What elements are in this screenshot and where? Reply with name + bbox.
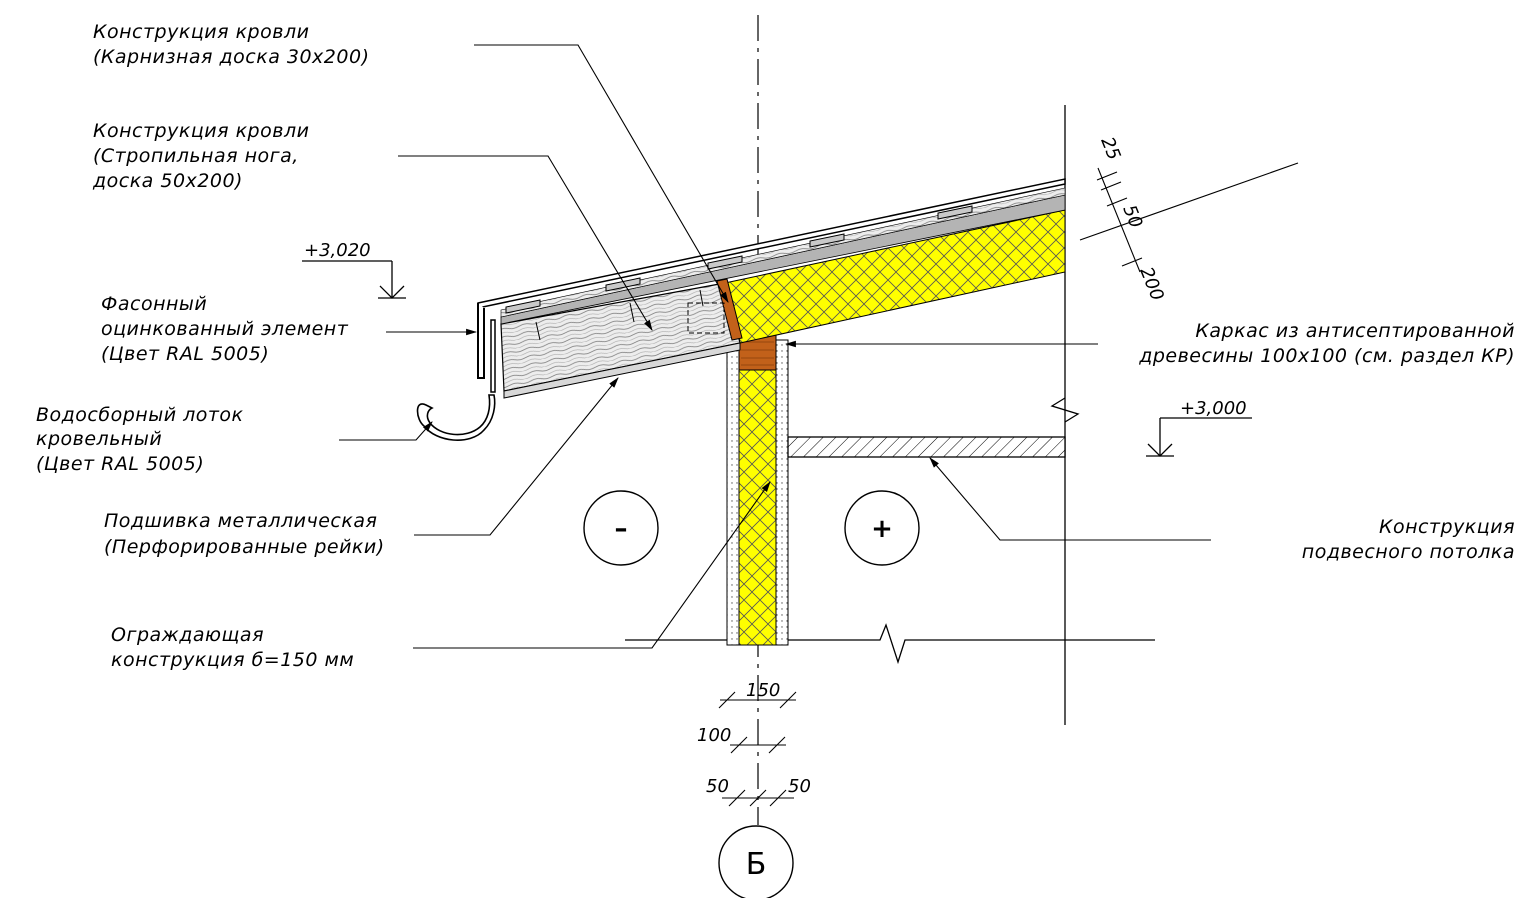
enclosing-wall	[726, 339, 789, 646]
gutter	[416, 394, 496, 441]
fascia-flashing	[477, 303, 485, 379]
label-soffit-line1: Подшивка металлическая	[104, 510, 377, 532]
label-roof-eaves-line2: (Карнизная доска 30х200)	[93, 46, 369, 68]
floor-break-line	[625, 623, 1155, 665]
label-roof-eaves-line1: Конструкция кровли	[93, 21, 309, 43]
axis-letter: Б	[746, 847, 767, 882]
level-mark-ceiling	[1146, 417, 1252, 457]
leader-soffit	[414, 377, 619, 536]
label-flashing-line2: оцинкованный элемент	[101, 318, 349, 340]
roof-clips	[505, 205, 973, 314]
dim-roof-25: 25	[1096, 134, 1124, 163]
label-gutter-line1: Водосборный лоток	[36, 404, 244, 426]
wall-dimension-chains	[718, 691, 797, 807]
label-frame-line1: Каркас из антисептированной	[1195, 320, 1515, 342]
wall-insulation	[738, 369, 777, 646]
leader-eaves-board	[474, 44, 729, 303]
dim-wall-50-left: 50	[706, 776, 729, 797]
timber-beam-grain	[741, 341, 774, 366]
leader-ceiling	[929, 457, 1211, 541]
dim-wall-50-right: 50	[788, 776, 811, 797]
roof-battens	[500, 187, 1066, 318]
leader-rafter	[398, 155, 653, 331]
leader-gutter	[339, 421, 433, 441]
leaders	[339, 44, 1211, 649]
building-break-mark	[1050, 397, 1080, 423]
rafter-screws	[535, 289, 704, 341]
axis-bubble	[718, 825, 794, 898]
label-soffit-line2: (Перфорированные рейки)	[104, 536, 385, 558]
label-flashing-line1: Фасонный	[101, 293, 207, 315]
label-gutter-line2: кровельный	[36, 428, 162, 450]
wall-sheathing-right	[775, 339, 789, 646]
level-top-text: +3,020	[304, 240, 371, 261]
level-mark-top	[302, 260, 406, 299]
label-flashing-line3: (Цвет RAL 5005)	[101, 343, 269, 365]
dim-wall-150: 150	[746, 680, 780, 701]
zone-inside-sign: +	[871, 514, 893, 544]
dim-roof-200: 200	[1135, 264, 1167, 304]
fascia-drip	[490, 319, 496, 393]
zone-outside-circle	[583, 490, 659, 566]
label-gutter-line3: (Цвет RAL 5005)	[36, 453, 204, 475]
suspended-ceiling	[787, 436, 1066, 458]
level-ceiling-text: +3,000	[1180, 398, 1247, 419]
label-wall-line1: Ограждающая	[111, 624, 264, 646]
zone-inside-circle	[844, 490, 920, 566]
label-roof-rafter-line2: (Стропильная нога,	[93, 145, 299, 167]
dim-wall-100: 100	[697, 725, 731, 746]
label-roof-rafter-line1: Конструкция кровли	[93, 120, 309, 142]
label-wall-line2: конструкция б=150 мм	[111, 649, 354, 671]
label-ceiling-line2: подвесного потолка	[1302, 541, 1515, 563]
dim-roof-50: 50	[1118, 202, 1146, 231]
roof-dimension-chain	[1079, 162, 1299, 273]
label-frame-line2: древесины 100х100 (см. раздел КР)	[1138, 345, 1515, 367]
rafter-joint-plate	[687, 302, 725, 334]
soffit-board	[503, 342, 741, 399]
wall-sheathing-left	[726, 339, 740, 646]
zone-outside-sign: –	[615, 514, 628, 544]
label-roof-rafter-line3: доска 50х200)	[92, 170, 243, 192]
leader-wall	[413, 481, 771, 649]
label-ceiling-line1: Конструкция	[1379, 516, 1515, 538]
